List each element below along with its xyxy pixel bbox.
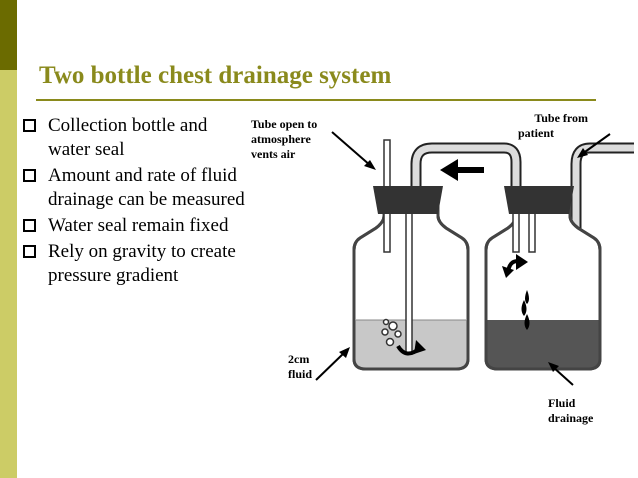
- bullet-text: Water seal remain fixed: [48, 215, 229, 236]
- bullet-text: Amount and rate of fluid drainage can be…: [48, 165, 245, 210]
- flow-arrow-icon: [440, 159, 484, 181]
- air-bubbles-icon: [381, 318, 402, 347]
- drainage-diagram: Tube open to atmosphere vents air Tube f…: [240, 104, 638, 434]
- left-accent-bar: [0, 0, 17, 478]
- label-fluid-drainage: Fluid drainage: [548, 396, 594, 425]
- bullet-item: Amount and rate of fluid drainage can be…: [20, 164, 245, 212]
- bullet-square-icon: [23, 119, 36, 132]
- fluid-drops-icon: [521, 290, 530, 330]
- drainage-diagram-svg: [315, 131, 634, 386]
- curved-arrow-icon: [396, 340, 426, 356]
- left-stopper: [373, 186, 443, 214]
- bullet-text: Collection bottle and water seal: [48, 115, 208, 160]
- connecting-tube: [410, 142, 522, 194]
- accent-bar-light: [0, 70, 17, 478]
- patient-tube: [570, 142, 634, 239]
- accent-bar-dark: [0, 0, 17, 70]
- label-patient-tube: Tube from patient: [518, 111, 588, 140]
- bullet-text: Rely on gravity to create pressure gradi…: [48, 241, 236, 286]
- bullet-list: Collection bottle and water seal Amount …: [20, 114, 245, 290]
- right-stopper: [504, 186, 574, 214]
- pointer-arrows: [315, 131, 611, 386]
- bullet-square-icon: [23, 169, 36, 182]
- label-water-seal-depth: 2cm fluid: [288, 352, 313, 381]
- bullet-square-icon: [23, 245, 36, 258]
- title-underline: [36, 99, 596, 101]
- drainage-fluid: [486, 320, 600, 369]
- collection-bottle: [484, 186, 602, 371]
- label-vent-tube: Tube open to atmosphere vents air: [251, 117, 318, 161]
- bullet-item: Collection bottle and water seal: [20, 114, 245, 162]
- bullet-square-icon: [23, 219, 36, 232]
- water-seal-bottle: [352, 139, 470, 371]
- submerged-tube: [405, 193, 413, 355]
- bullet-item: Water seal remain fixed: [20, 214, 245, 238]
- slide-title: Two bottle chest drainage system: [39, 62, 392, 89]
- curved-arrow-icon: [502, 254, 528, 278]
- bullet-item: Rely on gravity to create pressure gradi…: [20, 240, 245, 288]
